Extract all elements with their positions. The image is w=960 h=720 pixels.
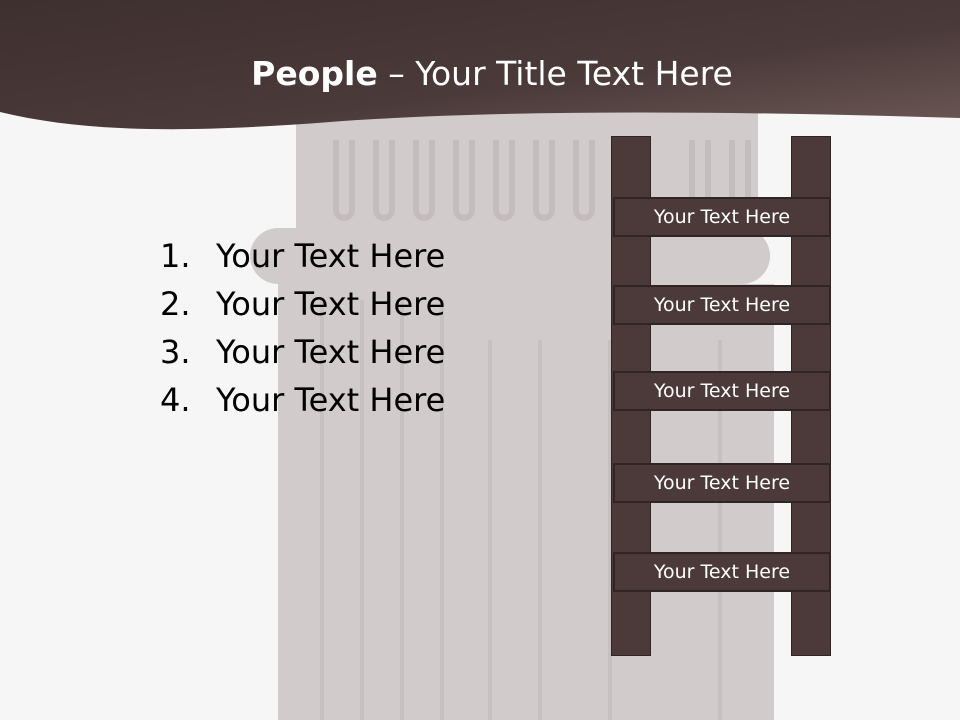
page-title: People – Your Title Text Here [0,52,960,96]
list-item: 3. Your Text Here [160,328,445,376]
list-item-text: Your Text Here [216,237,446,275]
list-item-text: Your Text Here [216,333,446,371]
header-band [0,0,960,130]
title-rest: – Your Title Text Here [377,54,733,93]
ladder-rung-5: Your Text Here [613,552,831,592]
list-item: 2. Your Text Here [160,280,445,328]
list-item: 4. Your Text Here [160,376,445,424]
list-item-number: 1. [160,237,191,275]
list-item: 1. Your Text Here [160,232,445,280]
ladder-rung-2: Your Text Here [613,285,831,325]
list-item-number: 2. [160,285,191,323]
ladder-rung-1: Your Text Here [613,197,831,237]
ladder-rung-4: Your Text Here [613,463,831,503]
ladder-rung-3: Your Text Here [613,371,831,411]
list-item-number: 3. [160,333,191,371]
list-item-text: Your Text Here [216,381,446,419]
list-item-text: Your Text Here [216,285,446,323]
list-item-number: 4. [160,381,191,419]
title-bold: People [251,54,378,93]
numbered-list: 1. Your Text Here 2. Your Text Here 3. Your… [160,232,445,424]
